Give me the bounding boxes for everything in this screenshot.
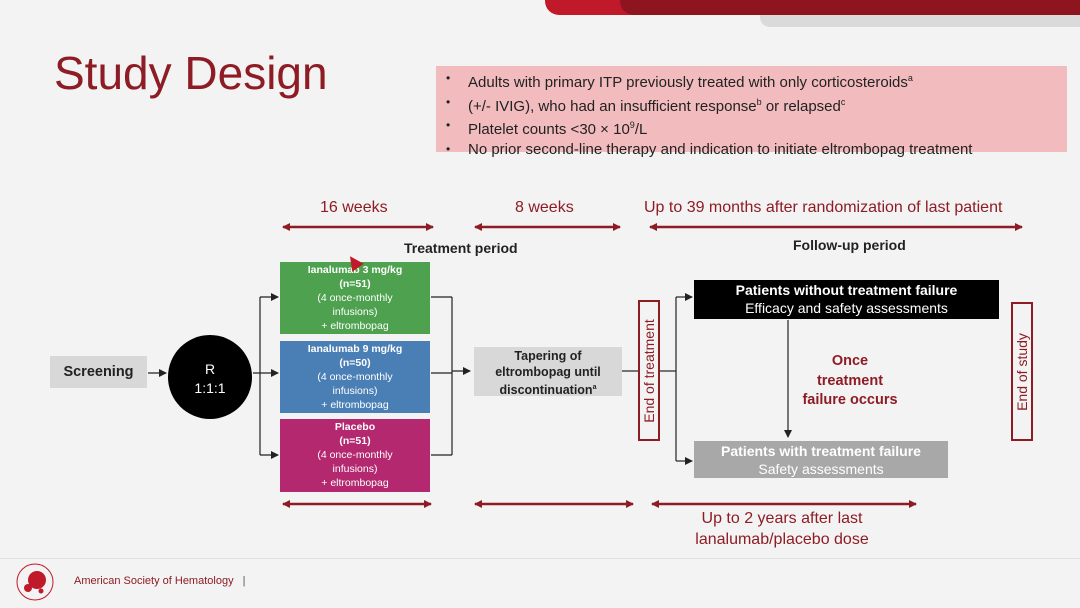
arm-detail: + eltrombopag <box>321 477 389 489</box>
bottom-note-line: Up to 2 years after last <box>701 510 863 527</box>
arm-placebo: Placebo (n=51) (4 once-monthly infusions… <box>280 419 430 492</box>
slide-title: Study Design <box>54 47 328 99</box>
arm-detail: infusions) <box>332 385 378 397</box>
randomization-circle: R 1:1:1 <box>168 335 252 419</box>
criteria-item: No prior second-line therapy and indicat… <box>446 140 1057 160</box>
bottom-duration-note: Up to 2 years after last lanalumab/place… <box>660 508 904 550</box>
ash-logo-icon <box>16 563 54 601</box>
end-of-treatment-box: End of treatment <box>638 300 660 441</box>
no-failure-subtitle: Efficacy and safety assessments <box>745 300 948 316</box>
label-8-weeks: 8 weeks <box>515 199 574 216</box>
with-failure-subtitle: Safety assessments <box>758 461 884 477</box>
tapering-line: eltrombopag until <box>495 365 601 379</box>
no-failure-box: Patients without treatment failure Effic… <box>694 280 999 319</box>
arm-detail: (4 once-monthly <box>317 292 393 304</box>
footer-org: American Society of Hematology | <box>74 575 246 587</box>
arm-ianalumab-3mg: Ianalumab 3 mg/kg (n=51) (4 once-monthly… <box>280 262 430 334</box>
top-accent-bar-dark <box>620 0 1080 15</box>
failure-occurs-note: Once treatment failure occurs <box>790 352 910 411</box>
label-16-weeks: 16 weeks <box>320 199 388 216</box>
tapering-box: Tapering of eltrombopag until discontinu… <box>474 347 622 398</box>
arm-detail: infusions) <box>332 306 378 318</box>
arm-n: (n=51) <box>339 278 371 290</box>
eligibility-criteria-box: Adults with primary ITP previously treat… <box>436 66 1067 159</box>
arm-detail: (4 once-monthly <box>317 449 393 461</box>
arm-n: (n=50) <box>339 357 371 369</box>
failure-note-line: Once <box>831 353 869 369</box>
arm-detail: infusions) <box>332 463 378 475</box>
no-failure-title: Patients without treatment failure <box>735 282 958 298</box>
label-follow-up-period: Follow-up period <box>793 237 906 253</box>
footer-divider <box>0 558 1080 559</box>
tapering-line: Tapering of <box>514 349 582 363</box>
arm-ianalumab-9mg: Ianalumab 9 mg/kg (n=50) (4 once-monthly… <box>280 341 430 413</box>
label-treatment-period: Treatment period <box>404 240 518 256</box>
arm-detail: + eltrombopag <box>321 399 389 411</box>
with-failure-title: Patients with treatment failure <box>721 443 921 459</box>
failure-note-line: failure occurs <box>802 392 898 408</box>
failure-note-line: treatment <box>816 372 884 389</box>
screening-box: Screening <box>50 356 147 388</box>
top-accent-bar-gray <box>760 15 1080 27</box>
end-of-study-box: End of study <box>1011 302 1033 441</box>
footer-org-name: American Society of Hematology <box>74 575 234 587</box>
arm-name: Ianalumab 9 mg/kg <box>307 343 403 355</box>
arm-detail: + eltrombopag <box>321 320 389 332</box>
arm-name: Ianalumab 3 mg/kg <box>307 264 403 276</box>
arm-name: Placebo <box>334 421 376 433</box>
criteria-item: Adults with primary ITP previously treat… <box>446 69 1057 93</box>
with-failure-box: Patients with treatment failure Safety a… <box>694 441 948 478</box>
arm-detail: (4 once-monthly <box>317 371 393 383</box>
arm-n: (n=51) <box>339 435 371 447</box>
criteria-item-continuation: (+/- IVIG), who had an insufficient resp… <box>446 93 1057 117</box>
randomization-ratio: 1:1:1 <box>194 380 226 396</box>
bottom-note-line: lanalumab/placebo dose <box>695 531 869 548</box>
label-follow-up-duration: Up to 39 months after randomization of l… <box>644 199 1003 216</box>
tapering-line: discontinuation <box>499 383 593 398</box>
tapering-footnote: a <box>592 384 597 391</box>
footer-separator: | <box>242 575 246 587</box>
randomization-label: R <box>204 361 216 377</box>
criteria-item: Platelet counts <30 × 109/L <box>446 116 1057 140</box>
end-of-treatment-label: End of treatment <box>641 318 657 423</box>
end-of-study-label: End of study <box>1014 332 1030 411</box>
